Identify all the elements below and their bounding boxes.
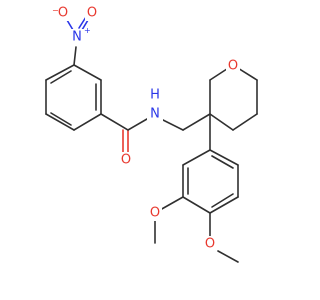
amide-nh-atom: H N [147, 88, 163, 126]
bond-ome2-me [217, 250, 239, 263]
amide-h-symbol: H [150, 88, 160, 103]
bond-ring1-a [73, 64, 102, 81]
nitro-n-plus-charge: + [84, 26, 91, 35]
methoxy-o-2-atom: O [203, 236, 217, 252]
nitro-o-double-atom: O [85, 5, 99, 21]
bond-ring1-f [45, 64, 75, 81]
bond-n-ch2 [160, 118, 184, 131]
bond-ring2-d [182, 196, 211, 214]
ring-o-atom: O [226, 58, 240, 74]
bond-ch2-quat [182, 113, 211, 131]
nitro-n-plus-atom: N + [70, 26, 91, 45]
bond-ring2-inner-1 [211, 155, 234, 169]
bond-ring1-inner-2 [50, 112, 72, 126]
carbonyl-o-atom: O [119, 152, 133, 168]
bond-ring2-inner-2 [211, 193, 234, 208]
bond-n-o-minus [66, 19, 74, 31]
bond-ring2-c [209, 196, 239, 214]
bond-n-o-double-1 [81, 19, 89, 31]
bond-ring-carbonyl [100, 113, 129, 131]
nitro-n-plus-symbol: N [72, 30, 82, 45]
nitro-o-minus-charge: − [52, 6, 59, 15]
bond-carbonyl-n [127, 118, 148, 131]
bond-ring2-f [182, 149, 211, 166]
bond-n-ring [73, 46, 77, 66]
nitro-o-double-symbol: O [87, 6, 97, 21]
amide-n-symbol: N [150, 107, 160, 122]
bond-thp-e [232, 113, 258, 131]
carbonyl-o-symbol: O [121, 153, 131, 168]
chemical-structure: O − N + O H N O O O O [45, 5, 258, 263]
bond-ring1-inner-3 [50, 70, 72, 84]
ring-o-symbol: O [228, 59, 238, 74]
bond-ring2-ome1 [159, 196, 184, 211]
bond-thp-f [209, 113, 234, 131]
methoxy-o-1-atom: O [148, 205, 162, 221]
methoxy-o-2-symbol: O [205, 237, 215, 252]
bond-ring1-c [73, 113, 102, 131]
nitro-o-minus-symbol: O [58, 6, 68, 21]
bond-ring2-a [209, 149, 239, 166]
methoxy-o-1-symbol: O [150, 206, 160, 221]
bond-n-o-double-2 [78, 16, 87, 29]
nitro-o-minus-atom: O − [52, 5, 70, 21]
bond-ring1-d [45, 113, 75, 131]
